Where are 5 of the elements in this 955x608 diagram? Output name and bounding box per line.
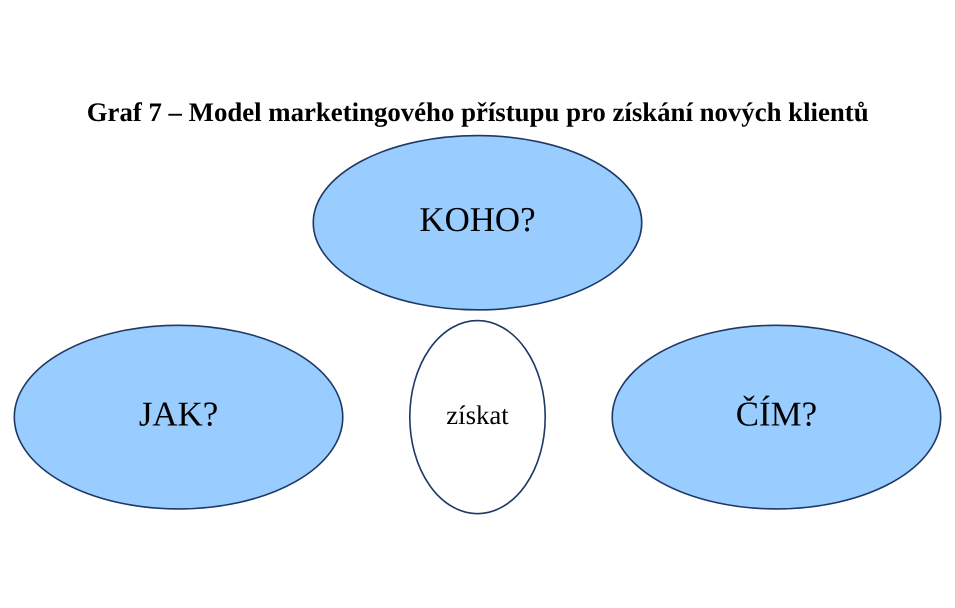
diagram-title: Graf 7 – Model marketingového přístupu pro získání nových klientů (86, 96, 869, 126)
node-ellipse: získat (409, 319, 546, 514)
node-ellipse: ČÍM? (611, 324, 942, 510)
node-ellipse: JAK? (14, 324, 344, 510)
node-ellipse: KOHO? (312, 134, 643, 310)
